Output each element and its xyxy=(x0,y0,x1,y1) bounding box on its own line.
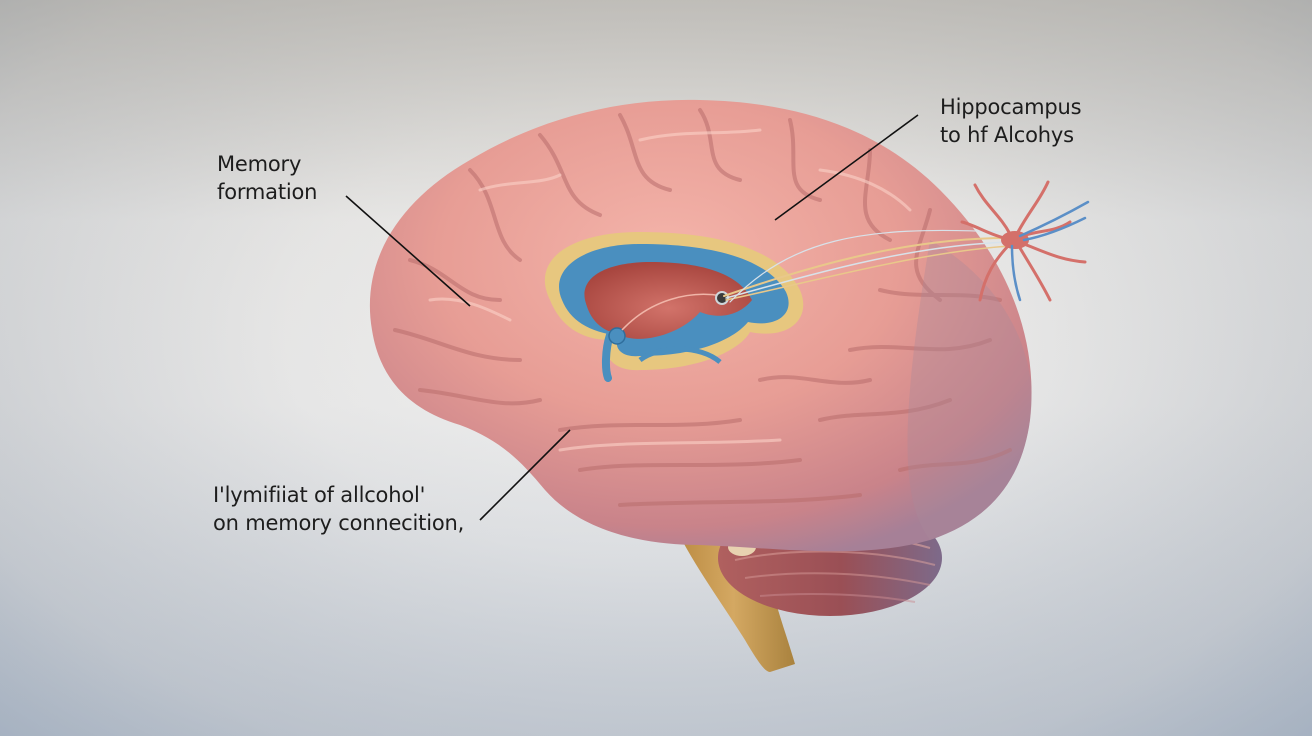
label-hippocampus-line1: Hippocampus xyxy=(940,95,1082,119)
label-alcohol-line1: I'lymifiiat of allcohol' xyxy=(213,483,426,507)
label-memory-formation: Memory formation xyxy=(217,150,317,206)
nerve-fibers xyxy=(723,229,1011,303)
leader-lines xyxy=(345,114,919,521)
label-memory-line2: formation xyxy=(217,180,318,204)
brainstem xyxy=(672,520,795,672)
leader-line-memory xyxy=(345,195,471,307)
neuron xyxy=(960,180,1090,302)
leader-line-alcohol xyxy=(479,429,571,521)
label-alcohol-effect: I'lymifiiat of allcohol' on memory conne… xyxy=(213,481,464,537)
hippocampus-cutaway xyxy=(544,232,804,382)
label-alcohol-line2: on memory connecition, xyxy=(213,511,465,535)
label-hippocampus-line2: to hf Alcohys xyxy=(940,123,1074,147)
label-memory-line1: Memory xyxy=(217,152,302,176)
label-hippocampus: Hippocampus to hf Alcohys xyxy=(940,93,1082,149)
leader-line-hippocampus xyxy=(774,114,919,221)
